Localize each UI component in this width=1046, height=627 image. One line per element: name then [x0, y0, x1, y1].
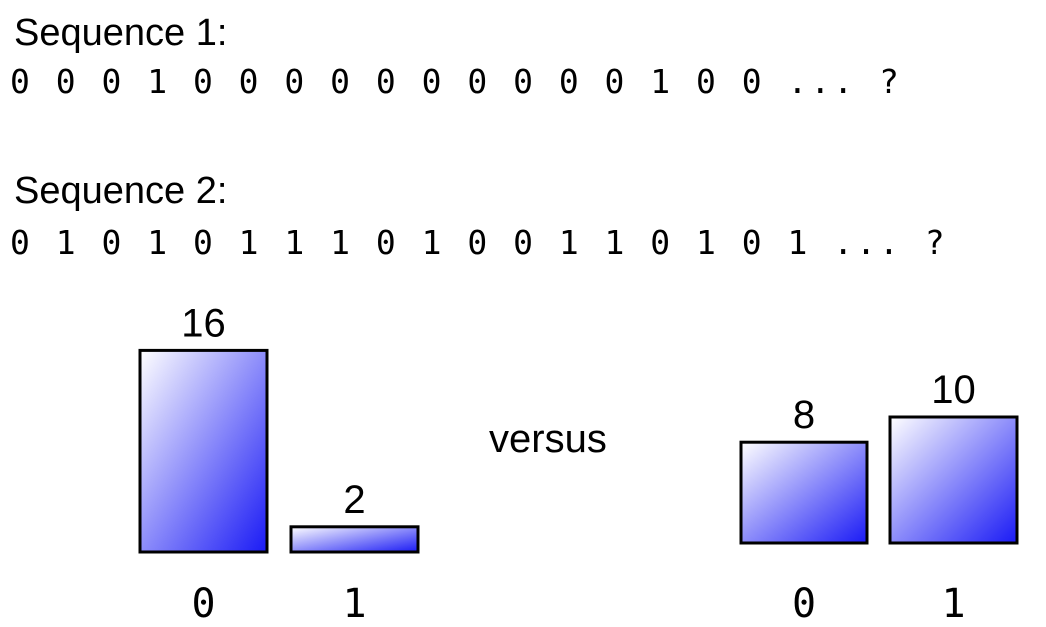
bar-1 [289, 525, 420, 554]
bar-0 [138, 348, 269, 554]
bar-value-label: 10 [931, 368, 976, 412]
bar-value-label: 8 [793, 393, 815, 437]
versus-label: versus [489, 417, 607, 461]
sequence-2-title: Sequence 2: [14, 170, 228, 212]
x-tick-label: 1 [342, 581, 366, 627]
sequence-1-title: Sequence 1: [14, 12, 228, 54]
bar-0 [739, 440, 869, 545]
x-tick-label: 0 [191, 581, 215, 627]
bar-value-label: 2 [343, 478, 365, 522]
sequence-2-histogram: 8 0 10 1 [739, 368, 1019, 627]
bar-1 [888, 415, 1019, 545]
sequence-2-digits: 0 1 0 1 0 1 1 1 0 1 0 0 1 1 0 1 0 1 ... … [10, 223, 948, 262]
x-tick-label: 0 [792, 581, 816, 627]
sequence-1-digits: 0 0 0 1 0 0 0 0 0 0 0 0 0 0 1 0 0 ... ? [10, 62, 902, 101]
x-tick-label: 1 [941, 581, 965, 627]
bar-value-label: 16 [181, 301, 226, 345]
sequence-1-histogram: 16 0 2 1 [138, 301, 420, 627]
